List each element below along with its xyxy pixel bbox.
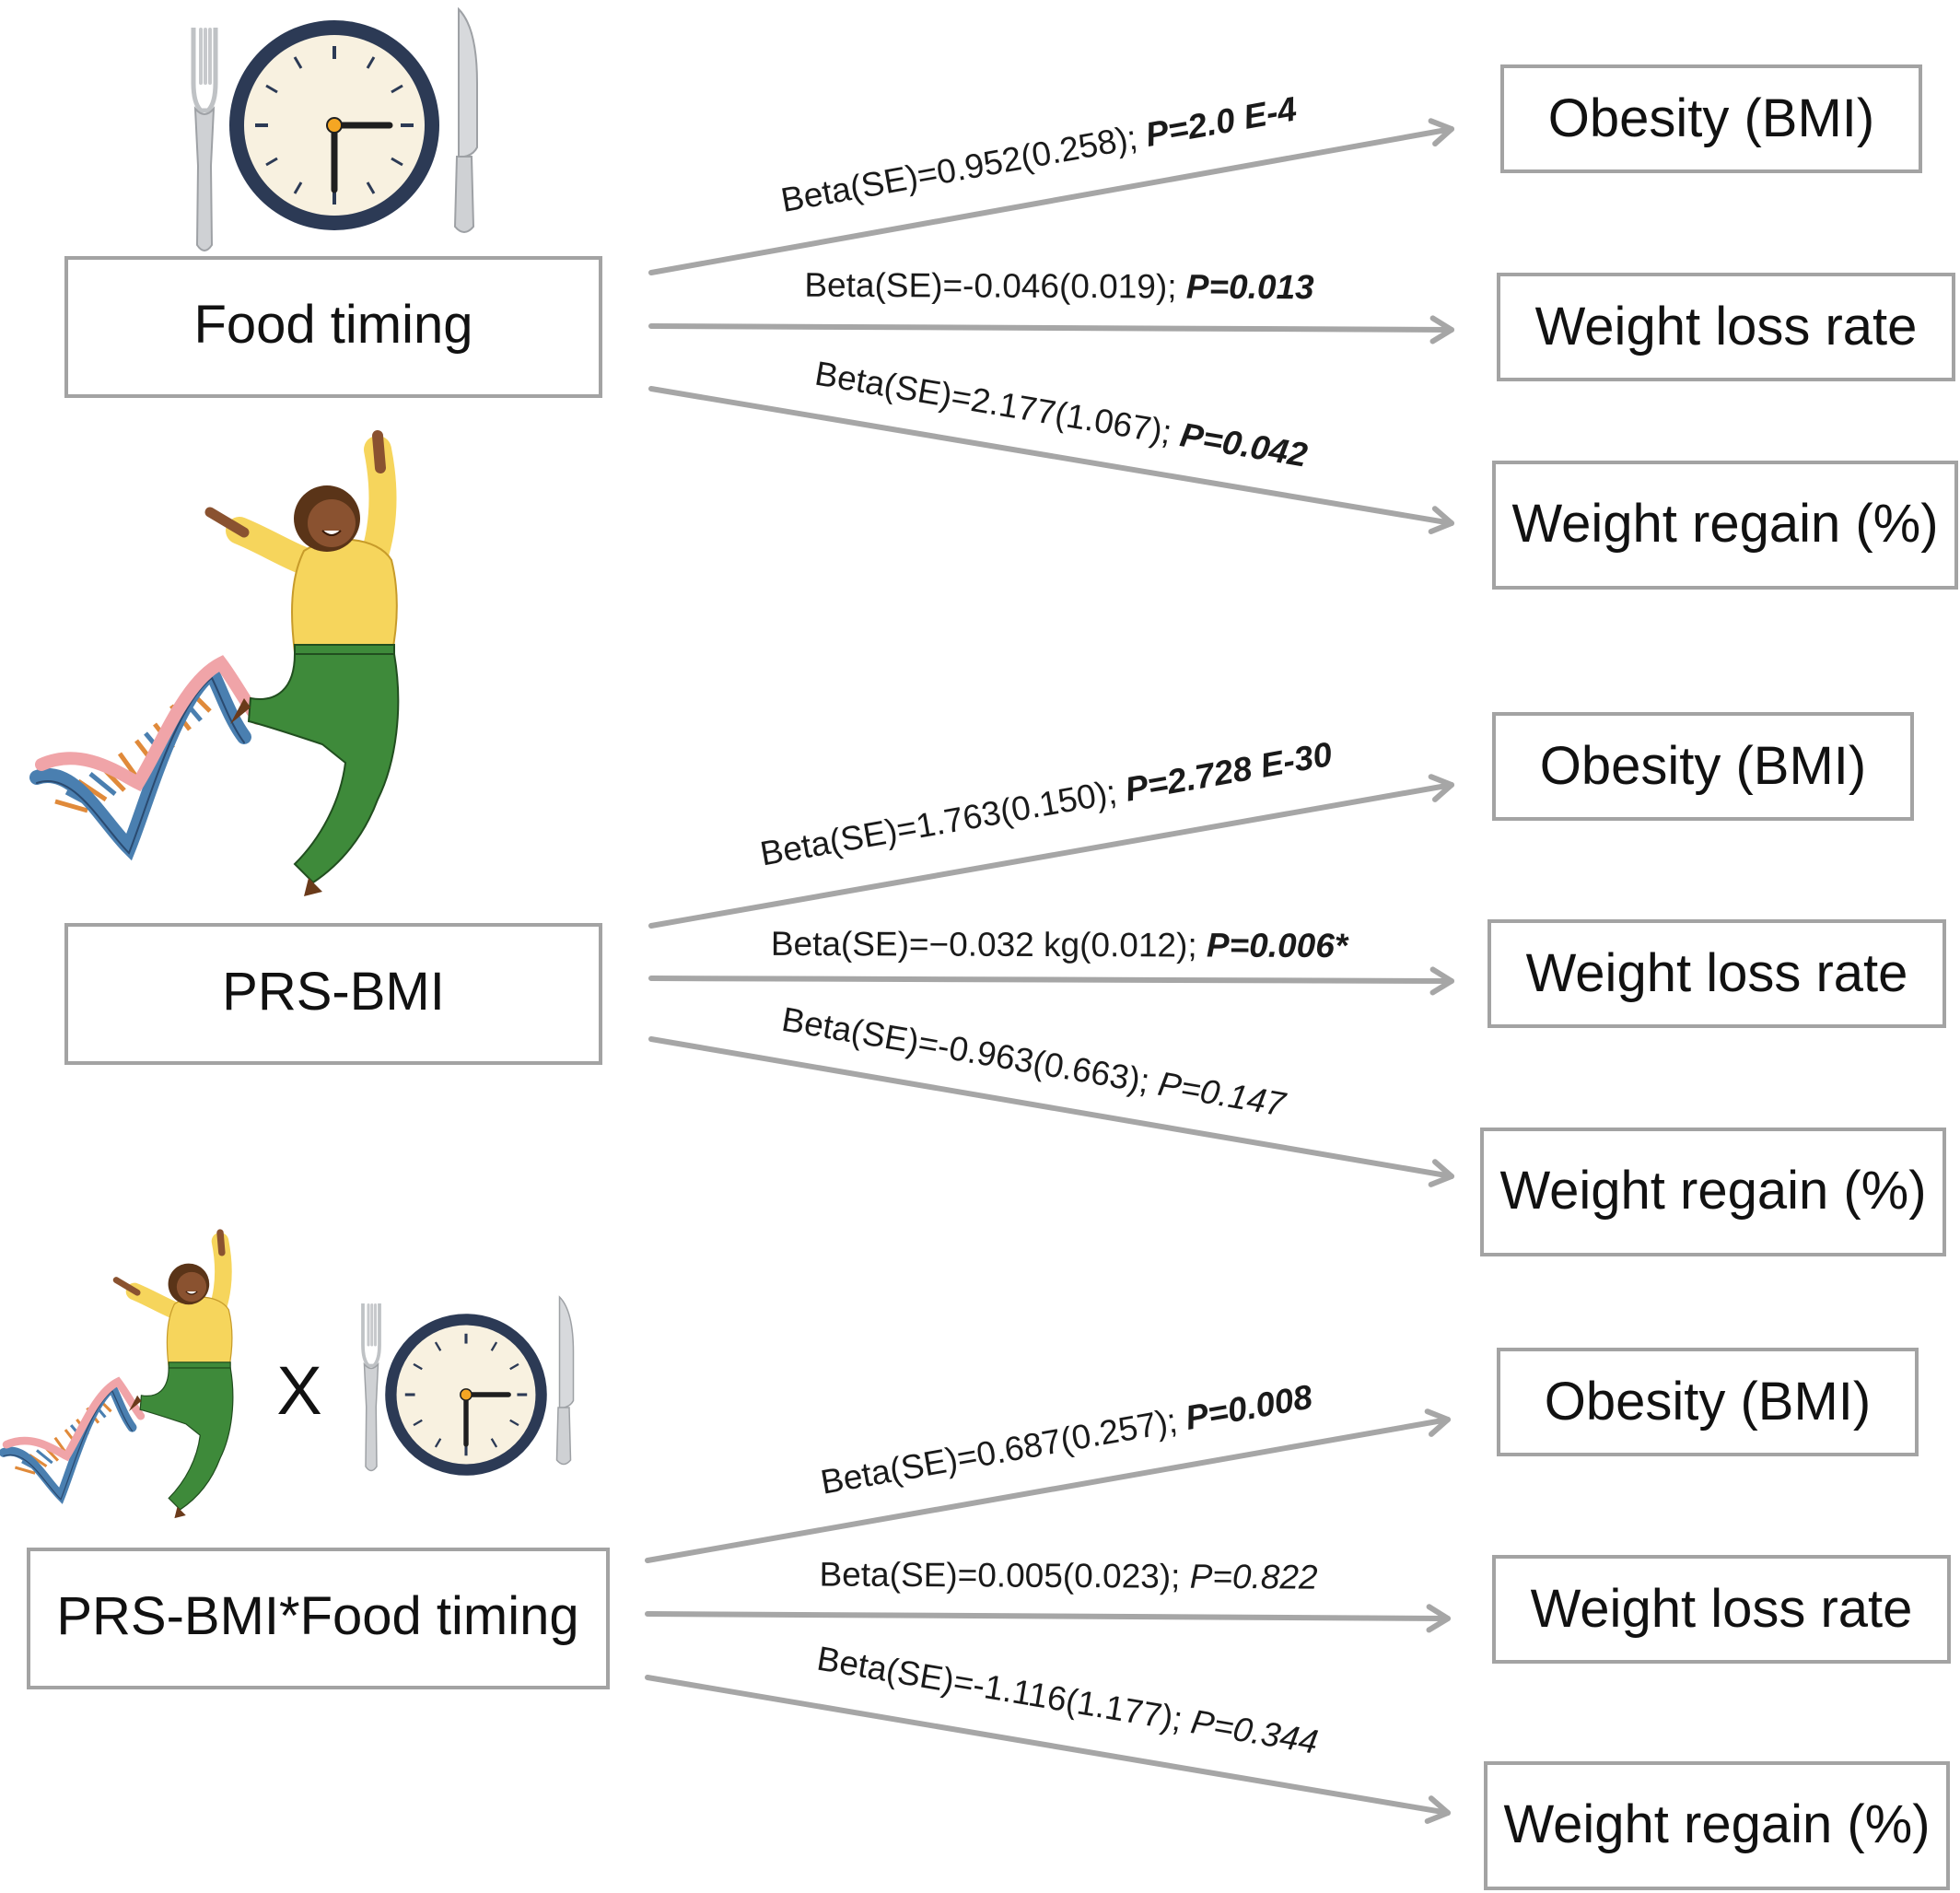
- arrowhead: [1424, 1795, 1451, 1824]
- beta-se-text: Beta(SE)=0.005(0.023);: [819, 1555, 1189, 1595]
- beta-se-text: Beta(SE)=-0.046(0.019);: [804, 266, 1186, 306]
- outcome-label: Obesity (BMI): [1545, 1372, 1872, 1431]
- arrowhead: [1428, 1159, 1454, 1187]
- arrow-shaft: [645, 1675, 1451, 1816]
- outcome-label: Obesity (BMI): [1548, 88, 1875, 148]
- clock-icon: [385, 1314, 547, 1476]
- p-value-text: P=0.042: [1177, 415, 1310, 474]
- arrow-shaft: [648, 323, 1454, 333]
- beta-se-text: Beta(SE)=-0.963(0.663);: [779, 1000, 1161, 1102]
- predictor-label: Food timing: [193, 295, 472, 355]
- arrowhead: [1428, 506, 1454, 534]
- p-value-text: P=0.822: [1190, 1558, 1319, 1596]
- fork-icon: [193, 28, 216, 251]
- arrow-shaft: [648, 126, 1454, 275]
- predictor-box-food-timing: Food timing: [64, 256, 602, 398]
- p-value-text: P=2.0 E-4: [1143, 89, 1300, 154]
- dna-icon: [37, 663, 258, 853]
- arrows-layer: [645, 118, 1454, 1824]
- outcome-box-weight-regain-3: Weight regain (%): [1484, 1761, 1950, 1890]
- times-sign: X: [276, 1352, 321, 1429]
- knife-icon: [555, 1296, 575, 1466]
- p-value-text: P=0.013: [1186, 268, 1314, 307]
- p-value-text: P=0.344: [1188, 1702, 1321, 1761]
- arrow-shaft: [645, 1611, 1451, 1621]
- arrow-shaft: [648, 782, 1454, 929]
- arrowhead: [1426, 1604, 1451, 1633]
- arrow-shaft: [648, 976, 1454, 984]
- clock-icon: [229, 20, 439, 230]
- outcome-label: Weight regain (%): [1511, 494, 1938, 554]
- beta-se-text: Beta(SE)=2.177(1.067);: [812, 355, 1184, 453]
- outcome-label: Weight regain (%): [1499, 1161, 1926, 1221]
- arrow-shaft: [648, 1036, 1454, 1179]
- outcome-box-weight-loss-3: Weight loss rate: [1492, 1555, 1951, 1664]
- edge-label-1-2: Beta(SE)=-0.046(0.019); P=0.013: [804, 266, 1314, 307]
- edge-label-2-2: Beta(SE)=−0.032 kg(0.012); P=0.006*: [771, 925, 1349, 964]
- arrow-3-1: [645, 1408, 1451, 1563]
- outcome-label: Weight regain (%): [1503, 1794, 1930, 1854]
- edge-label-3-3: Beta(SE)=-1.116(1.177); P=0.344: [814, 1640, 1321, 1761]
- predictor-box-prs-bmi: PRS-BMI: [64, 923, 602, 1065]
- arrow-1-1: [648, 118, 1454, 275]
- dna-icon: [4, 1382, 141, 1500]
- outcome-box-weight-regain-2: Weight regain (%): [1480, 1128, 1946, 1256]
- arrowhead: [1428, 774, 1454, 802]
- interaction-illustration: X: [4, 1233, 575, 1518]
- outcome-box-weight-loss-2: Weight loss rate: [1488, 919, 1946, 1028]
- arrow-3-3: [645, 1675, 1451, 1824]
- edge-label-3-1: Beta(SE)=0.687(0.257); P=0.008: [818, 1378, 1315, 1502]
- food-timing-illustration: [193, 8, 478, 251]
- outcome-label: Weight loss rate: [1531, 1579, 1913, 1639]
- outcome-label: Obesity (BMI): [1540, 736, 1867, 796]
- outcome-box-weight-regain-1: Weight regain (%): [1492, 461, 1958, 590]
- p-value-text: P=0.147: [1155, 1065, 1289, 1124]
- arrow-2-1: [648, 774, 1454, 929]
- outcome-label: Weight loss rate: [1535, 297, 1918, 356]
- arrow-shaft: [648, 386, 1454, 526]
- arrowhead: [1428, 118, 1454, 146]
- arrowhead: [1429, 315, 1454, 345]
- outcome-box-weight-loss-1: Weight loss rate: [1497, 273, 1955, 381]
- arrow-1-2: [648, 315, 1454, 345]
- beta-se-text: Beta(SE)=−0.032 kg(0.012);: [771, 925, 1207, 964]
- arrow-shaft: [645, 1417, 1451, 1563]
- dancing-woman-icon: [210, 436, 398, 896]
- outcome-box-obesity-3: Obesity (BMI): [1497, 1348, 1919, 1456]
- arrowhead: [1424, 1408, 1451, 1437]
- p-value-text: P=2.728 E-30: [1122, 735, 1335, 809]
- edge-label-2-1: Beta(SE)=1.763(0.150); P=2.728 E-30: [757, 735, 1335, 873]
- arrow-2-2: [648, 966, 1454, 996]
- predictor-label: PRS-BMI*Food timing: [56, 1586, 578, 1646]
- arrowhead: [1429, 966, 1454, 996]
- labels-layer: Beta(SE)=0.952(0.258); P=2.0 E-4Beta(SE)…: [757, 89, 1349, 1760]
- arrow-1-3: [648, 386, 1454, 534]
- beta-se-text: Beta(SE)=0.687(0.257);: [818, 1400, 1189, 1502]
- outcome-box-obesity-2: Obesity (BMI): [1492, 712, 1914, 821]
- edge-label-3-2: Beta(SE)=0.005(0.023); P=0.822: [819, 1555, 1318, 1595]
- edge-label-1-1: Beta(SE)=0.952(0.258); P=2.0 E-4: [778, 89, 1300, 219]
- outcome-box-obesity-1: Obesity (BMI): [1500, 64, 1922, 173]
- beta-se-text: Beta(SE)=-1.116(1.177);: [814, 1640, 1195, 1740]
- knife-icon: [454, 8, 478, 233]
- beta-se-text: Beta(SE)=1.763(0.150);: [757, 771, 1128, 872]
- p-value-text: P=0.008: [1183, 1378, 1315, 1438]
- p-value-text: P=0.006*: [1207, 927, 1349, 965]
- arrow-3-2: [645, 1604, 1451, 1633]
- arrow-2-3: [648, 1036, 1454, 1187]
- fork-icon: [361, 1302, 381, 1473]
- dancing-woman-icon: [116, 1233, 233, 1518]
- outcome-label: Weight loss rate: [1526, 943, 1908, 1003]
- prs-bmi-illustration: [37, 436, 398, 896]
- predictor-label: PRS-BMI: [222, 962, 445, 1022]
- beta-se-text: Beta(SE)=0.952(0.258);: [778, 117, 1149, 219]
- predictor-box-interaction: PRS-BMI*Food timing: [27, 1548, 610, 1689]
